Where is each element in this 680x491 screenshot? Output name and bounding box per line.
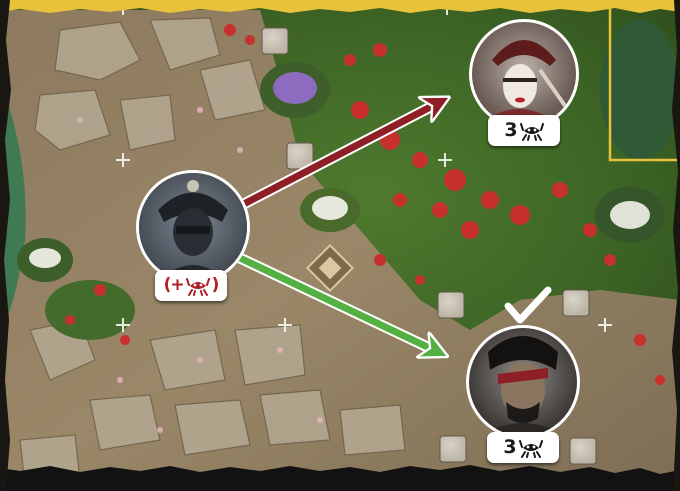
ronin-token[interactable]	[466, 325, 580, 439]
crab-threat-icon	[519, 438, 543, 458]
geisha-value: 3	[504, 121, 517, 140]
crab-threat-icon	[186, 276, 210, 296]
crab-threat-icon	[520, 121, 544, 141]
ronin-value: 3	[503, 438, 516, 457]
samurai-modifier-badge: (+ )	[155, 270, 227, 301]
modifier-close-text: )	[212, 277, 219, 294]
modifier-open-text: (+	[164, 277, 184, 294]
geisha-value-badge: 3	[488, 115, 560, 146]
ronin-value-badge: 3	[487, 432, 559, 463]
